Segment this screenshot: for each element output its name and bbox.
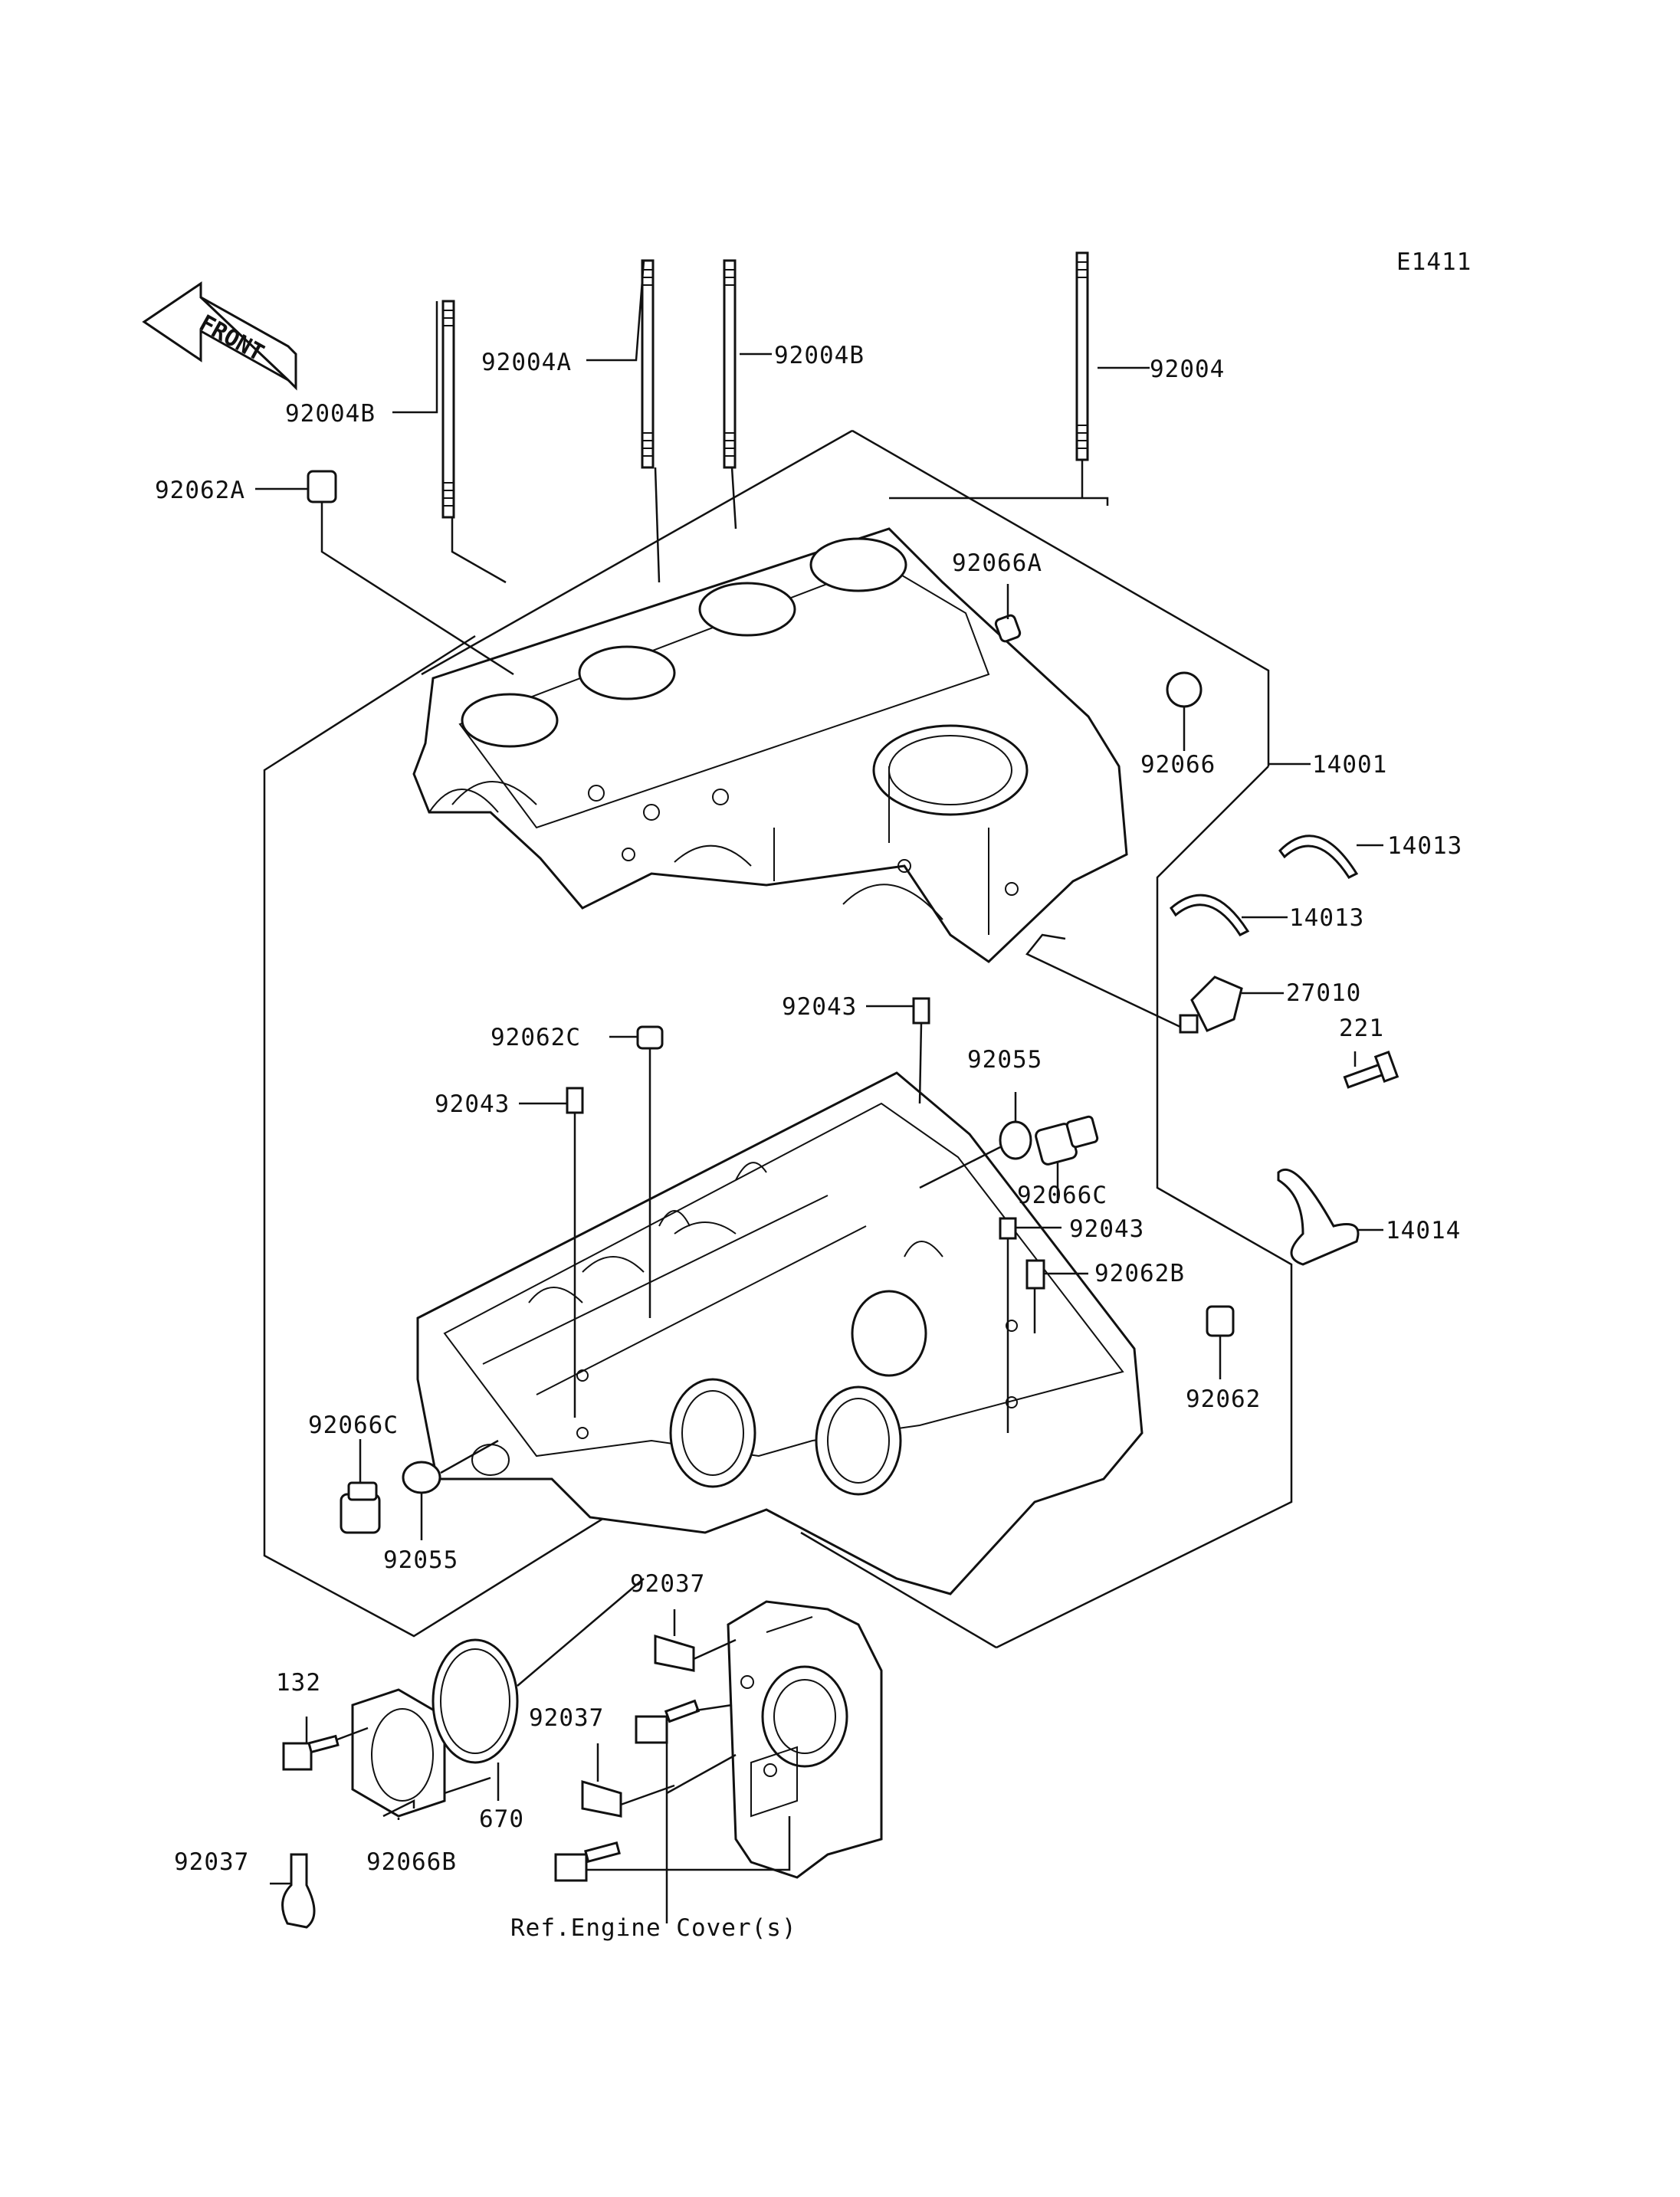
label-92004B-left: 92004B (285, 400, 376, 428)
oring-92055-b (402, 1461, 441, 1494)
clamp-92037-c (281, 1853, 316, 1929)
label-92037-a: 92037 (630, 1570, 705, 1598)
label-92055-a: 92055 (967, 1046, 1042, 1074)
assembly-frame-lines (263, 429, 1293, 1649)
part-labels: 92004B 92004A 92004B 92004 92062A 92066A… (155, 342, 1462, 1876)
plug-92062 (1206, 1305, 1235, 1337)
engine-cover (727, 1600, 883, 1879)
plug-92066A (994, 614, 1022, 643)
dowel-92062C (636, 1025, 664, 1050)
label-14001: 14001 (1312, 751, 1387, 779)
plug-92066C-a (1035, 1115, 1099, 1166)
bolt-221 (1343, 1051, 1399, 1089)
label-92062: 92062 (1186, 1385, 1261, 1413)
label-92055-b: 92055 (383, 1546, 458, 1574)
front-arrow-icon: FRONT (142, 281, 297, 391)
label-92004A: 92004A (481, 349, 572, 376)
bearing-insert-14013-a (1278, 835, 1359, 879)
leader-lines (255, 260, 1383, 1923)
stud-92004A (641, 259, 655, 469)
cover-92066B (351, 1688, 446, 1818)
cylinder-bore-3 (698, 582, 796, 637)
reference-note: Ref.Engine Cover(s) (510, 1914, 797, 1942)
plug-92066C-b (340, 1481, 381, 1534)
bolt-92037-low (554, 1841, 621, 1882)
label-92062B: 92062B (1094, 1260, 1185, 1287)
stud-92004B-left (441, 300, 455, 519)
label-92043-a: 92043 (782, 993, 857, 1021)
dowel-92043-c (999, 1217, 1017, 1240)
switch-27010 (1179, 976, 1243, 1034)
label-92066: 92066 (1140, 751, 1216, 779)
label-92062C: 92062C (491, 1024, 581, 1051)
label-92004: 92004 (1150, 356, 1225, 383)
stud-92004 (1075, 251, 1089, 461)
bolt-132 (282, 1734, 340, 1771)
label-14014: 14014 (1386, 1217, 1461, 1244)
label-92066B: 92066B (366, 1848, 457, 1876)
cylinder-bore-1 (461, 693, 559, 748)
label-92004B-mid: 92004B (774, 342, 865, 369)
label-92037-b: 92037 (529, 1704, 604, 1732)
stud-92004B-mid (723, 259, 737, 469)
ball-92066 (1166, 671, 1203, 708)
label-27010: 27010 (1286, 979, 1361, 1007)
upper-crankcase (412, 527, 1128, 963)
label-92066C-a: 92066C (1017, 1182, 1107, 1209)
label-92043-c: 92043 (1069, 1215, 1144, 1243)
clamp-92037-a (654, 1634, 695, 1672)
label-92066C-b: 92066C (308, 1412, 399, 1439)
lower-crankcase (416, 1071, 1144, 1595)
label-14013-b: 14013 (1289, 904, 1364, 932)
label-132: 132 (276, 1669, 321, 1697)
plate-14014 (1277, 1168, 1360, 1266)
oring-92055-a (999, 1120, 1032, 1160)
clamp-92037-b (581, 1779, 622, 1818)
cylinder-bore-2 (578, 645, 676, 700)
label-92062A: 92062A (155, 477, 245, 504)
bearing-insert-14013-b (1170, 894, 1250, 936)
label-670: 670 (479, 1805, 524, 1833)
dowel-92043-a (912, 997, 930, 1025)
label-221: 221 (1339, 1015, 1384, 1042)
oring-670 (431, 1638, 519, 1764)
label-92043-b: 92043 (435, 1090, 510, 1118)
dowel-92043-b (566, 1087, 584, 1114)
dowel-92062A (307, 470, 337, 503)
cylinder-bore-4 (809, 537, 907, 592)
label-92066A: 92066A (952, 549, 1042, 577)
label-14013-a: 14013 (1387, 832, 1462, 860)
dowel-92062B (1025, 1259, 1045, 1290)
label-92037-c: 92037 (174, 1848, 249, 1876)
diagram-id: E1411 (1396, 248, 1472, 276)
